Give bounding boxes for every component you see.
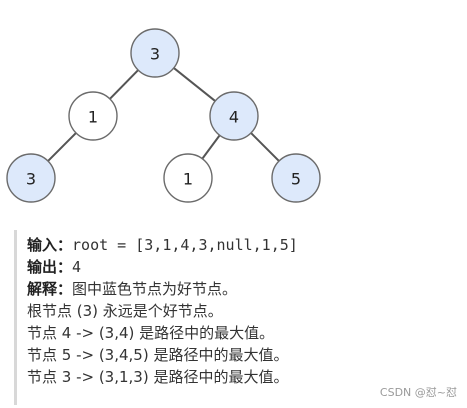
binary-tree-diagram: 3 1 4 3 1 5 bbox=[6, 28, 321, 203]
input-label: 输入： bbox=[27, 236, 73, 254]
node-value: 1 bbox=[183, 170, 193, 189]
input-line: 输入：root = [3,1,4,3,null,1,5] bbox=[27, 234, 454, 256]
input-value: root = [3,1,4,3,null,1,5] bbox=[72, 236, 298, 254]
node-circle bbox=[68, 91, 118, 141]
tree-node-right: 4 bbox=[209, 91, 259, 141]
explanation-label: 解释： bbox=[27, 280, 73, 298]
output-value: 4 bbox=[72, 258, 82, 276]
watermark: CSDN @怼~怼 bbox=[379, 386, 457, 399]
tree-node-left-left: 3 bbox=[6, 153, 56, 203]
tree-nodes: 3 1 4 3 1 5 bbox=[6, 28, 321, 203]
example-explanation: 输入：root = [3,1,4,3,null,1,5] 输出：4 解释：图中蓝… bbox=[14, 230, 454, 405]
explanation-text: 图中蓝色节点为好节点。 bbox=[72, 280, 238, 298]
output-line: 输出：4 bbox=[27, 256, 454, 278]
tree-edges bbox=[47, 67, 280, 162]
node-circle bbox=[163, 153, 213, 203]
good-node-circle bbox=[209, 91, 259, 141]
explanation-root-line: 根节点 (3) 永远是个好节点。 bbox=[27, 302, 223, 320]
good-node-circle bbox=[130, 28, 180, 78]
good-node-circle bbox=[6, 153, 56, 203]
node-value: 3 bbox=[150, 45, 160, 64]
node-value: 3 bbox=[26, 170, 36, 189]
explanation-line: 解释：图中蓝色节点为好节点。 bbox=[27, 278, 454, 300]
tree-edge bbox=[109, 69, 139, 100]
explanation-node-5-line: 节点 5 -> (3,4,5) 是路径中的最大值。 bbox=[27, 346, 289, 364]
explanation-node-3-line: 节点 3 -> (3,1,3) 是路径中的最大值。 bbox=[27, 368, 289, 386]
tree-edge bbox=[250, 132, 280, 162]
tree-node-root: 3 bbox=[130, 28, 180, 78]
node-value: 5 bbox=[291, 170, 301, 189]
output-label: 输出： bbox=[27, 258, 73, 276]
explanation-node-4-line: 节点 4 -> (3,4) 是路径中的最大值。 bbox=[27, 324, 275, 342]
node-value: 4 bbox=[229, 108, 239, 127]
tree-node-right-right: 5 bbox=[271, 153, 321, 203]
tree-edge bbox=[201, 134, 221, 160]
node-value: 1 bbox=[88, 108, 98, 127]
tree-edge bbox=[47, 132, 77, 162]
good-node-circle bbox=[271, 153, 321, 203]
tree-node-right-left: 1 bbox=[163, 153, 213, 203]
tree-node-left: 1 bbox=[68, 91, 118, 141]
tree-edge bbox=[173, 67, 216, 102]
